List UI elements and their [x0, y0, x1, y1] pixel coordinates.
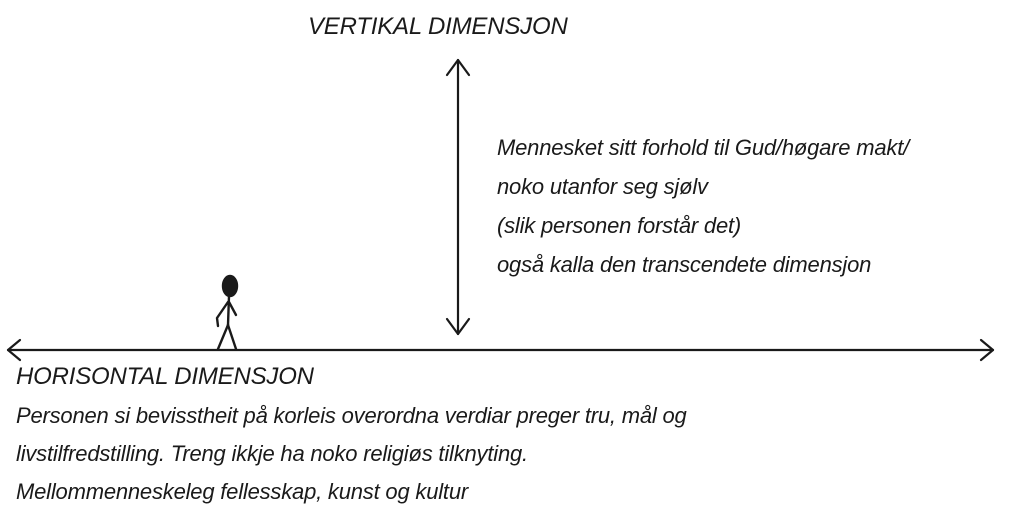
horizontal-double-arrow-icon [6, 338, 995, 362]
horizontal-desc-line: Personen si bevisstheit på korleis overo… [16, 403, 687, 428]
vertical-dimension-description: Mennesket sitt forhold til Gud/høgare ma… [497, 128, 909, 284]
horizontal-desc-line: livstilfredstilling. Treng ikkje ha noko… [16, 441, 528, 466]
vertical-desc-line: noko utanfor seg sjølv [497, 174, 708, 199]
vertical-desc-line: også kalla den transcendete dimensjon [497, 252, 872, 277]
horizontal-dimension-title: HORISONTAL DIMENSJON [16, 363, 314, 390]
vertical-dimension-title: VERTIKAL DIMENSJON [308, 13, 568, 40]
vertical-double-arrow-icon [445, 58, 471, 336]
vertical-desc-line: (slik personen forstår det) [497, 213, 742, 238]
vertical-desc-line: Mennesket sitt forhold til Gud/høgare ma… [497, 135, 910, 160]
horizontal-dimension-description: Personen si bevisstheit på korleis overo… [16, 397, 687, 511]
horizontal-desc-line: Mellommenneskeleg fellesskap, kunst og k… [16, 479, 469, 504]
stick-figure-icon [215, 274, 239, 351]
